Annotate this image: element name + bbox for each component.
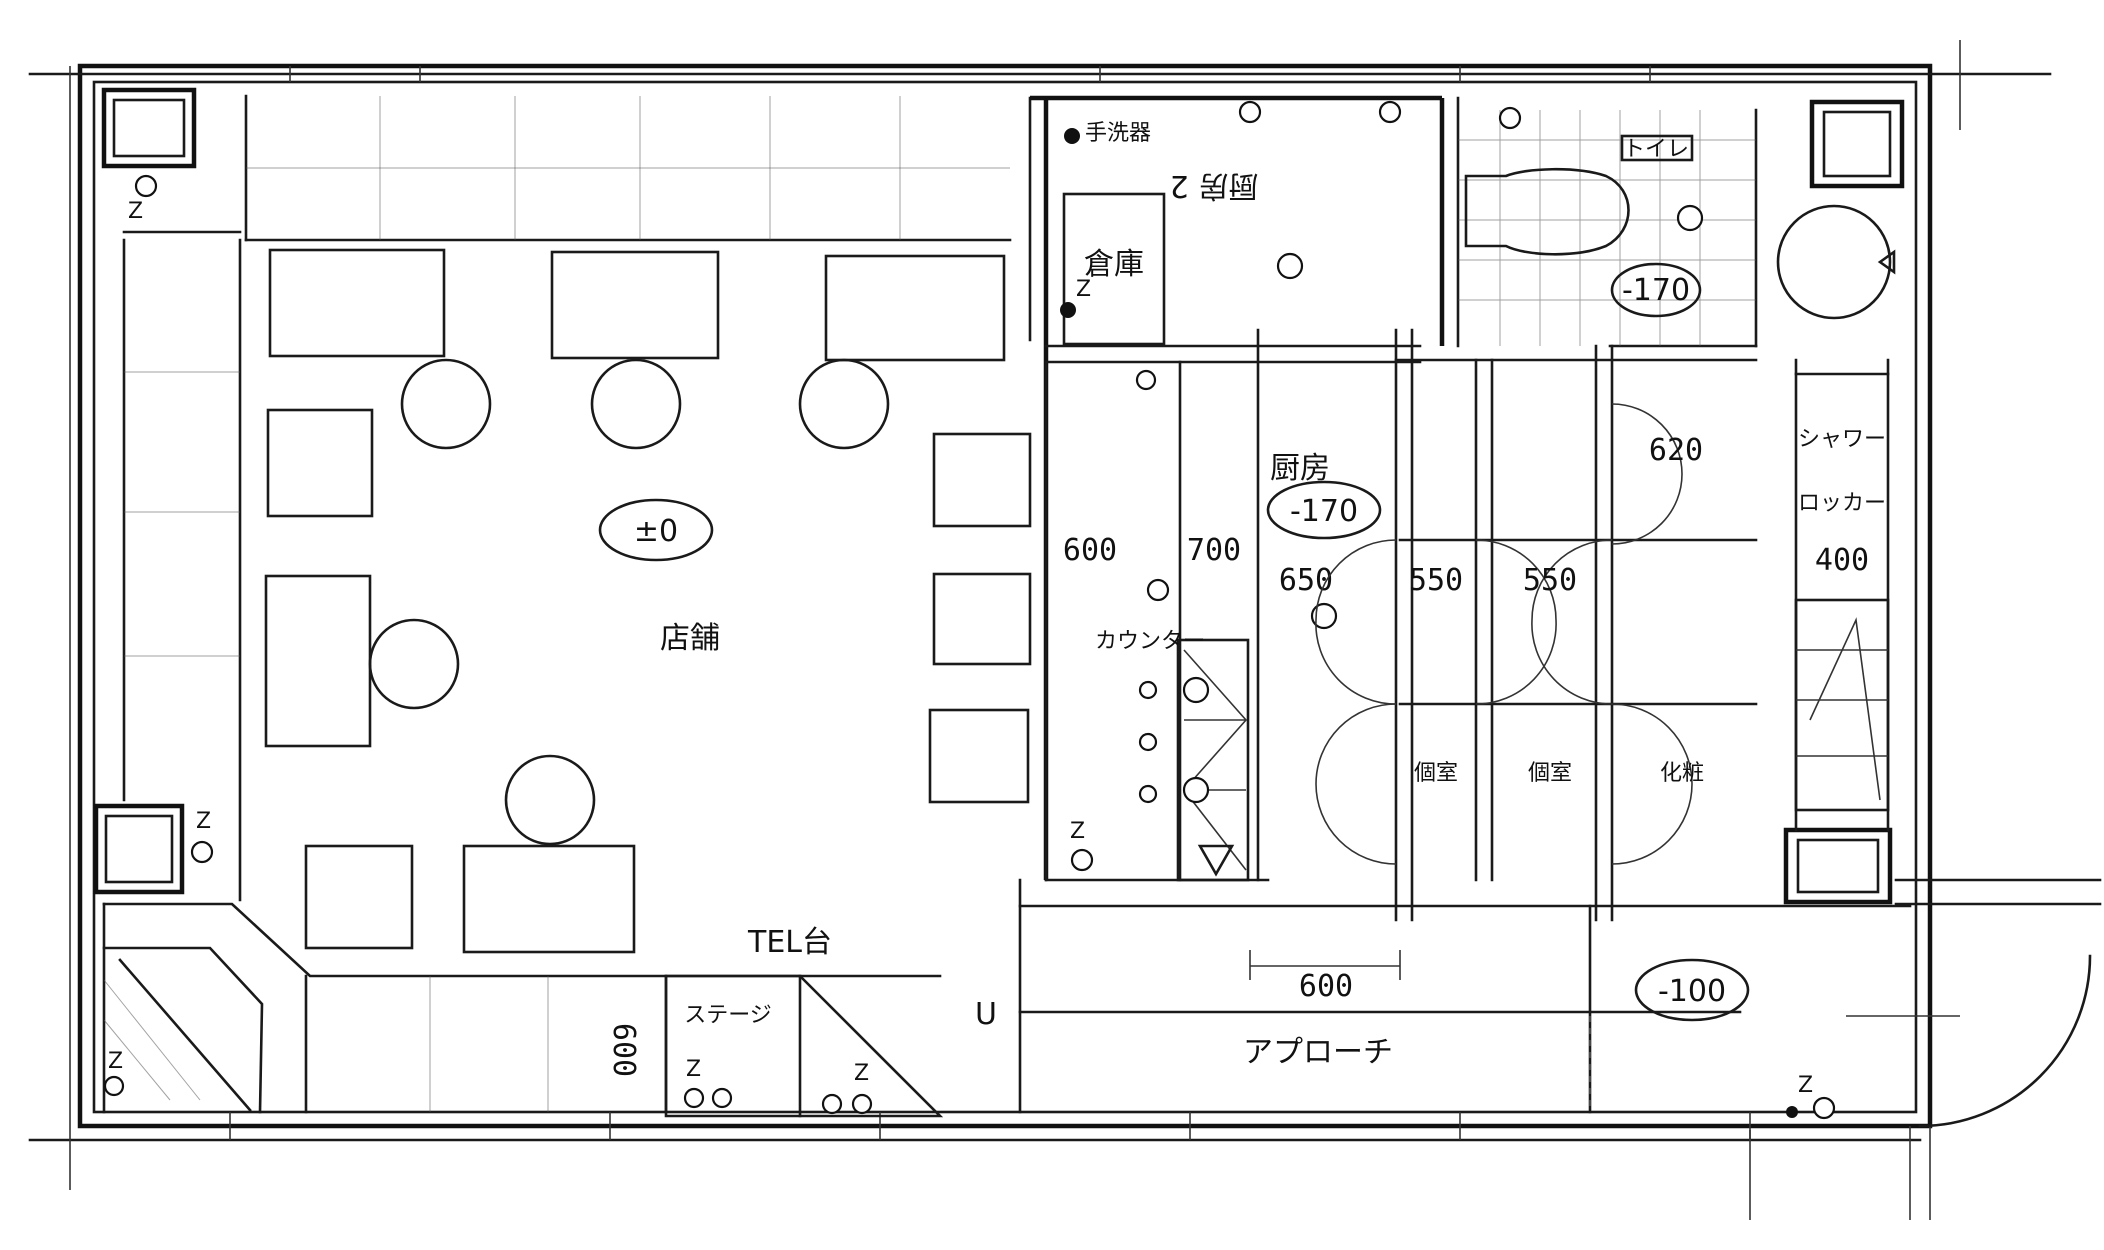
triangle-mark <box>1197 844 1235 877</box>
table <box>304 844 414 950</box>
shop-floor: ±0 店舗 ステージ TEL台 600 Z Z Z Z <box>102 94 1032 1118</box>
tel-label: TEL台 <box>747 925 832 960</box>
socket: Z Z Z Z Z <box>103 174 873 1115</box>
entrance-level-marker <box>1634 958 1750 1022</box>
locker-label: ロッカー <box>1798 491 1886 516</box>
counter-seat <box>928 708 1030 804</box>
stool <box>368 618 460 710</box>
shower-label: シャワー <box>1798 427 1886 452</box>
table <box>264 574 372 748</box>
storage-label: 倉庫 <box>1084 247 1144 282</box>
kitchen-2-label: 厨房 2 <box>1170 168 1259 203</box>
toilet-level-label: -170 <box>1622 273 1690 308</box>
svg-text:Z: Z <box>1070 819 1085 844</box>
booths: 550 550 620 個室 個室 化粧 <box>1315 328 1758 922</box>
counter-seat <box>932 432 1032 528</box>
svg-text:Z: Z <box>854 1061 869 1086</box>
svg-text:Z: Z <box>196 809 211 834</box>
entrance-level-label: -100 <box>1658 974 1726 1009</box>
storage-shelf <box>1062 192 1166 346</box>
dressing-label: 化粧 <box>1660 761 1704 786</box>
counter-seat <box>932 572 1032 666</box>
door-swing <box>1918 954 2092 1128</box>
table <box>824 254 1006 362</box>
stage-label: ステージ <box>684 1003 772 1028</box>
stool <box>590 358 682 450</box>
stool <box>504 754 596 846</box>
partition <box>1018 96 1912 1114</box>
locker-area: シャワー 400 ロッカー <box>1794 358 1890 832</box>
dim-700: 700 <box>1187 533 1241 568</box>
dim-600-kitchen: 600 <box>1063 533 1117 568</box>
kitchen: カウンター 600 700 厨房 -170 650 <box>1044 328 1382 882</box>
floor-level-marker <box>598 498 714 562</box>
outer-walls <box>28 40 2052 1220</box>
entrance-u-mark: U <box>975 997 997 1032</box>
svg-text:Z: Z <box>1076 277 1091 302</box>
table <box>550 250 720 360</box>
approach-label: アプローチ <box>1243 1035 1393 1070</box>
column-top-left <box>101 87 197 169</box>
dim-550-a: 550 <box>1409 563 1463 598</box>
room-b-label: 個室 <box>1528 761 1572 786</box>
kitchen-level-marker <box>1266 480 1382 540</box>
dim-650: 650 <box>1279 563 1333 598</box>
column-top-right <box>1809 99 1905 189</box>
column-mid-left <box>93 803 185 895</box>
svg-text:Z: Z <box>128 199 143 224</box>
kitchen-level-label: -170 <box>1290 494 1358 529</box>
room-a-label: 個室 <box>1414 761 1458 786</box>
shop-floor-label: 店舗 <box>660 621 720 656</box>
kitchen-2: 倉庫 厨房 2 手洗器 Z <box>1030 95 1442 364</box>
dim-550-b: 550 <box>1523 563 1577 598</box>
toilet-bowl <box>1464 167 1630 256</box>
floor-drain <box>1676 204 1704 232</box>
table <box>266 408 374 518</box>
round-table <box>1776 204 1892 320</box>
counter-unit <box>1176 638 1250 882</box>
toilet-tank <box>1620 134 1694 162</box>
dim-600-entrance: 600 <box>1299 969 1353 1004</box>
stool <box>400 358 492 450</box>
dim-600-bench: 600 <box>606 1023 641 1077</box>
floor-level-label: ±0 <box>634 514 678 549</box>
kitchen-label: 厨房 <box>1270 451 1330 486</box>
counter-label: カウンター <box>1095 629 1205 654</box>
stage <box>664 974 944 1118</box>
stool <box>798 358 890 450</box>
locker-unit <box>1794 598 1890 812</box>
column-bottom-right <box>1783 827 1893 905</box>
svg-text:Z: Z <box>108 1049 123 1074</box>
dim-620: 620 <box>1649 433 1703 468</box>
toilet-label: トイレ <box>1623 137 1689 162</box>
wall-sockets: Z <box>1070 100 1402 872</box>
columns <box>93 87 1905 905</box>
entrance: 600 アプローチ U -100 Z <box>975 878 2102 1128</box>
dim-400: 400 <box>1815 543 1869 578</box>
toilet-level-marker <box>1610 262 1702 318</box>
hand-sink-label: 手洗器 <box>1085 121 1151 146</box>
toilet: トイレ -170 <box>1439 96 1758 348</box>
svg-text:Z: Z <box>1798 1073 1813 1098</box>
svg-text:Z: Z <box>686 1057 701 1082</box>
table <box>268 248 446 358</box>
floor-drain <box>1276 252 1304 280</box>
table <box>462 844 636 954</box>
